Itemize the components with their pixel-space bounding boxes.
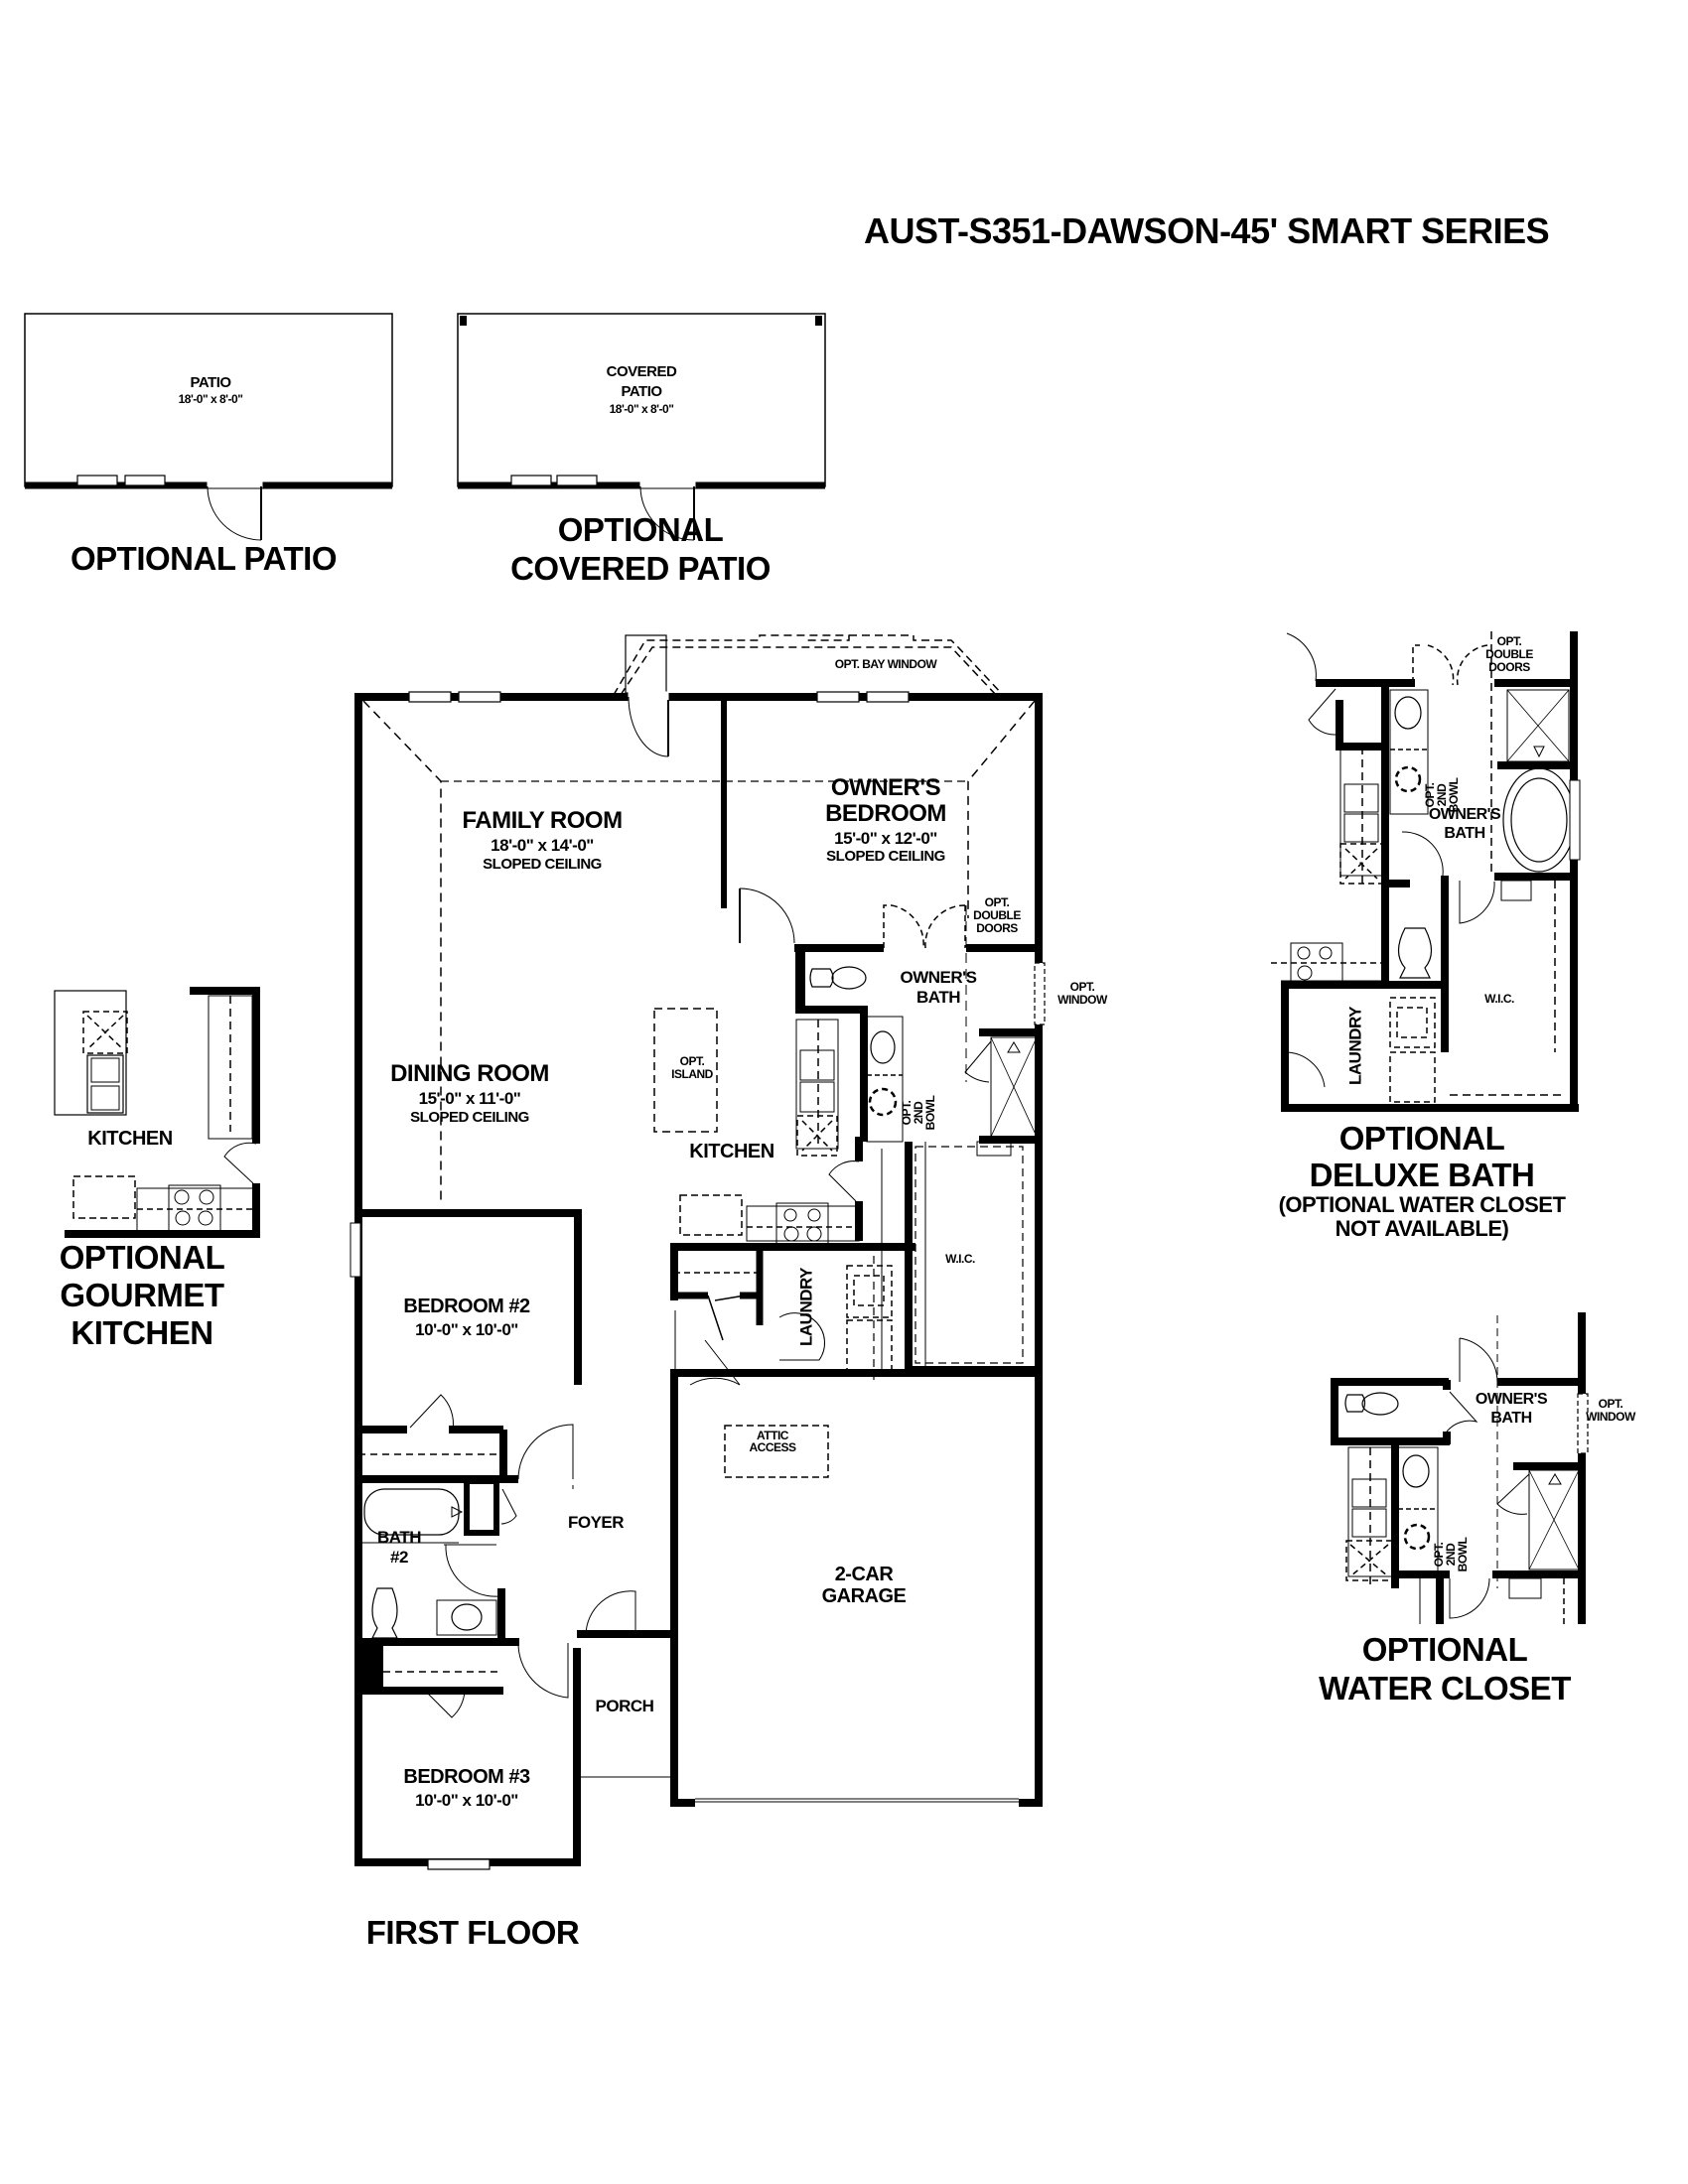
family-room-note: SLOPED CEILING [483, 856, 602, 873]
covered-patio-dimensions: 18'-0" x 8'-0" [609, 402, 674, 416]
family-room-label: FAMILY ROOM [462, 807, 623, 834]
opt-island-line1: OPT. [679, 1054, 705, 1068]
wc-owners-bath-line1: OWNER'S [1475, 1391, 1548, 1408]
deluxe-opt-double-doors-line1: OPT. [1496, 634, 1522, 648]
deluxe-bath-caption-line1: OPTIONAL [1338, 1120, 1505, 1157]
bedroom2-dimensions: 10'-0" x 10'-0" [415, 1320, 518, 1339]
opt-double-doors-line2: DOUBLE [973, 908, 1021, 922]
optional-patio-drawing [24, 313, 393, 541]
garage-label-line1: 2-CAR [834, 1564, 894, 1585]
gourmet-kitchen-room-label: KITCHEN [87, 1128, 173, 1150]
owners-bedroom-label-line2: BEDROOM [825, 800, 946, 827]
wc-opt-2nd-bowl-line3: BOWL [1456, 1537, 1470, 1572]
owners-bath-label-line1: OWNER'S [900, 968, 977, 987]
owners-bedroom-dimensions: 15'-0" x 12'-0" [834, 829, 937, 848]
patio-label: PATIO [190, 374, 231, 391]
opt-2nd-bowl-line3: BOWL [923, 1095, 937, 1131]
opt-double-doors-line1: OPT. [984, 895, 1010, 909]
opt-bay-window-label: OPT. BAY WINDOW [834, 657, 937, 671]
wc-opt-window-line2: WINDOW [1586, 1410, 1635, 1424]
water-closet-drawing [1331, 1312, 1589, 1624]
deluxe-opt-double-doors-line3: DOORS [1488, 660, 1530, 674]
optional-covered-patio-caption-line2: COVERED PATIO [510, 550, 771, 587]
gourmet-kitchen-drawing [54, 987, 260, 1238]
bedroom2-label: BEDROOM #2 [403, 1296, 530, 1317]
attic-access-line2: ACCESS [749, 1440, 796, 1454]
wc-owners-bath-line2: BATH [1490, 1410, 1532, 1427]
covered-patio-label-line1: COVERED [606, 363, 677, 380]
foyer-label: FOYER [567, 1513, 625, 1532]
patio-dimensions: 18'-0" x 8'-0" [178, 392, 243, 406]
wic-label: W.I.C. [945, 1252, 975, 1266]
laundry-label: LAUNDRY [796, 1268, 816, 1346]
wc-opt-window-line1: OPT. [1598, 1397, 1623, 1411]
owners-bedroom-label-line1: OWNER'S [830, 774, 941, 801]
dining-room-label: DINING ROOM [390, 1060, 549, 1087]
opt-window-line1: OPT. [1069, 980, 1095, 994]
garage-label-line2: GARAGE [821, 1585, 907, 1607]
dining-room-note: SLOPED CEILING [410, 1109, 529, 1126]
deluxe-bath-drawing [1271, 631, 1581, 1112]
deluxe-bath-caption-line4: NOT AVAILABLE) [1335, 1216, 1509, 1241]
optional-patio-caption: OPTIONAL PATIO [70, 540, 338, 577]
deluxe-bath-caption-line3: (OPTIONAL WATER CLOSET [1278, 1192, 1566, 1217]
bath2-label-line1: BATH [377, 1528, 421, 1547]
owners-bedroom-note: SLOPED CEILING [826, 848, 945, 865]
porch-label: PORCH [595, 1697, 654, 1715]
water-closet-caption-line2: WATER CLOSET [1319, 1670, 1571, 1706]
water-closet-caption-line1: OPTIONAL [1361, 1631, 1528, 1668]
bath2-label-line2: #2 [390, 1548, 408, 1567]
wc-opt-2nd-bowl-label: OPT. 2ND BOWL [1432, 1535, 1470, 1574]
deluxe-bath-caption-line2: DELUXE BATH [1309, 1157, 1535, 1193]
owners-bath-label-line2: BATH [916, 988, 960, 1007]
first-floor-drawing [350, 634, 1046, 1870]
opt-window-line2: WINDOW [1057, 993, 1107, 1007]
opt-double-doors-line3: DOORS [976, 921, 1018, 935]
bedroom3-label: BEDROOM #3 [403, 1766, 530, 1788]
deluxe-opt-double-doors-line2: DOUBLE [1485, 647, 1533, 661]
first-floor-caption: FIRST FLOOR [365, 1914, 580, 1951]
opt-island-line2: ISLAND [671, 1067, 713, 1081]
gourmet-kitchen-caption-line2: GOURMET [60, 1277, 224, 1313]
opt-2nd-bowl-label: OPT. 2ND BOWL [900, 1093, 937, 1133]
family-room-dimensions: 18'-0" x 14'-0" [491, 836, 594, 855]
covered-patio-label-line2: PATIO [621, 383, 662, 400]
document-title: AUST-S351-DAWSON-45' SMART SERIES [864, 210, 1550, 251]
deluxe-wic-label: W.I.C. [1484, 992, 1514, 1006]
dining-room-dimensions: 15'-0" x 11'-0" [418, 1089, 521, 1108]
optional-covered-patio-caption-line1: OPTIONAL [557, 511, 724, 548]
attic-access-line1: ATTIC [757, 1429, 788, 1442]
optional-covered-patio-drawing [457, 313, 826, 541]
deluxe-owners-bath-line2: BATH [1444, 825, 1485, 842]
gourmet-kitchen-caption-line3: KITCHEN [70, 1314, 213, 1351]
kitchen-label: KITCHEN [689, 1141, 774, 1162]
deluxe-laundry-label: LAUNDRY [1345, 1007, 1365, 1085]
bedroom3-dimensions: 10'-0" x 10'-0" [415, 1791, 518, 1810]
deluxe-owners-bath-line1: OWNER'S [1428, 806, 1501, 823]
gourmet-kitchen-caption-line1: OPTIONAL [59, 1239, 225, 1276]
